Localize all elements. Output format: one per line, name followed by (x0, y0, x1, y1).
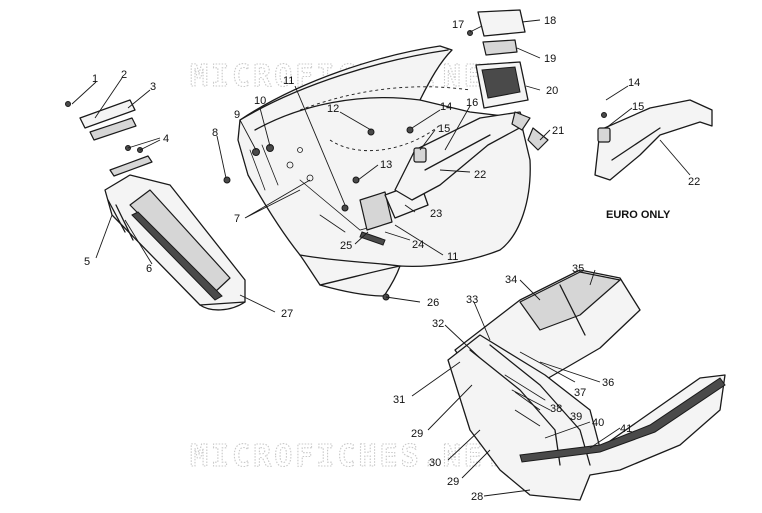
rear-fender (237, 45, 531, 297)
callout-22-euro: 22 (688, 176, 700, 188)
callout-11-top: 11 (283, 75, 294, 87)
callout-16: 16 (466, 97, 478, 109)
callout-25: 25 (340, 240, 352, 252)
callout-5: 5 (84, 256, 90, 268)
callout-10: 10 (254, 95, 266, 107)
callout-39: 39 (570, 411, 582, 423)
callout-36: 36 (602, 377, 614, 389)
callout-24: 24 (412, 239, 424, 251)
callout-9: 9 (234, 109, 240, 121)
callout-4: 4 (163, 133, 169, 145)
callout-35: 35 (572, 263, 584, 275)
left-reflector-bar (104, 174, 246, 311)
leader-lines (71, 19, 691, 497)
upper-left-bracket (65, 99, 153, 177)
callout-20: 20 (546, 85, 558, 97)
callout-29-lower: 29 (447, 476, 459, 488)
callout-11-bottom: 11 (447, 251, 458, 263)
callout-8: 8 (212, 127, 218, 139)
callout-12: 12 (327, 103, 339, 115)
callout-27: 27 (281, 308, 293, 320)
callout-17: 17 (452, 19, 464, 31)
callout-14-main: 14 (440, 101, 452, 113)
upper-strap (394, 111, 549, 201)
callout-41: 41 (620, 423, 632, 435)
callout-6: 6 (146, 263, 152, 275)
callout-2: 2 (121, 69, 127, 81)
callout-31: 31 (393, 394, 405, 406)
callout-14-euro: 14 (628, 77, 640, 89)
callout-labels: 1 2 3 4 5 6 7 8 9 10 11 11 12 13 14 14 1… (84, 15, 700, 503)
euro-strap (594, 99, 713, 181)
callout-13: 13 (380, 159, 392, 171)
callout-23: 23 (430, 208, 442, 220)
callout-1: 1 (92, 73, 98, 85)
callout-28: 28 (471, 491, 483, 503)
callout-26: 26 (427, 297, 439, 309)
callout-32: 32 (432, 318, 444, 330)
callout-37: 37 (574, 387, 586, 399)
storage-box (447, 269, 726, 501)
callout-15-main: 15 (438, 123, 450, 135)
callout-15-euro: 15 (632, 101, 644, 113)
taillight-assembly (475, 9, 529, 109)
callout-34: 34 (505, 274, 517, 286)
callout-22-main: 22 (474, 169, 486, 181)
callout-21: 21 (552, 125, 564, 137)
callout-18: 18 (544, 15, 556, 27)
callout-3: 3 (150, 81, 156, 93)
callout-33: 33 (466, 294, 478, 306)
callout-29-upper: 29 (411, 428, 423, 440)
callout-40: 40 (592, 417, 604, 429)
callout-7: 7 (234, 213, 240, 225)
callout-30: 30 (429, 457, 441, 469)
euro-only-note: EURO ONLY (606, 209, 671, 221)
watermark-bottom: MICROFICHES.NET (190, 439, 506, 474)
callout-19: 19 (544, 53, 556, 65)
callout-38: 38 (550, 403, 562, 415)
